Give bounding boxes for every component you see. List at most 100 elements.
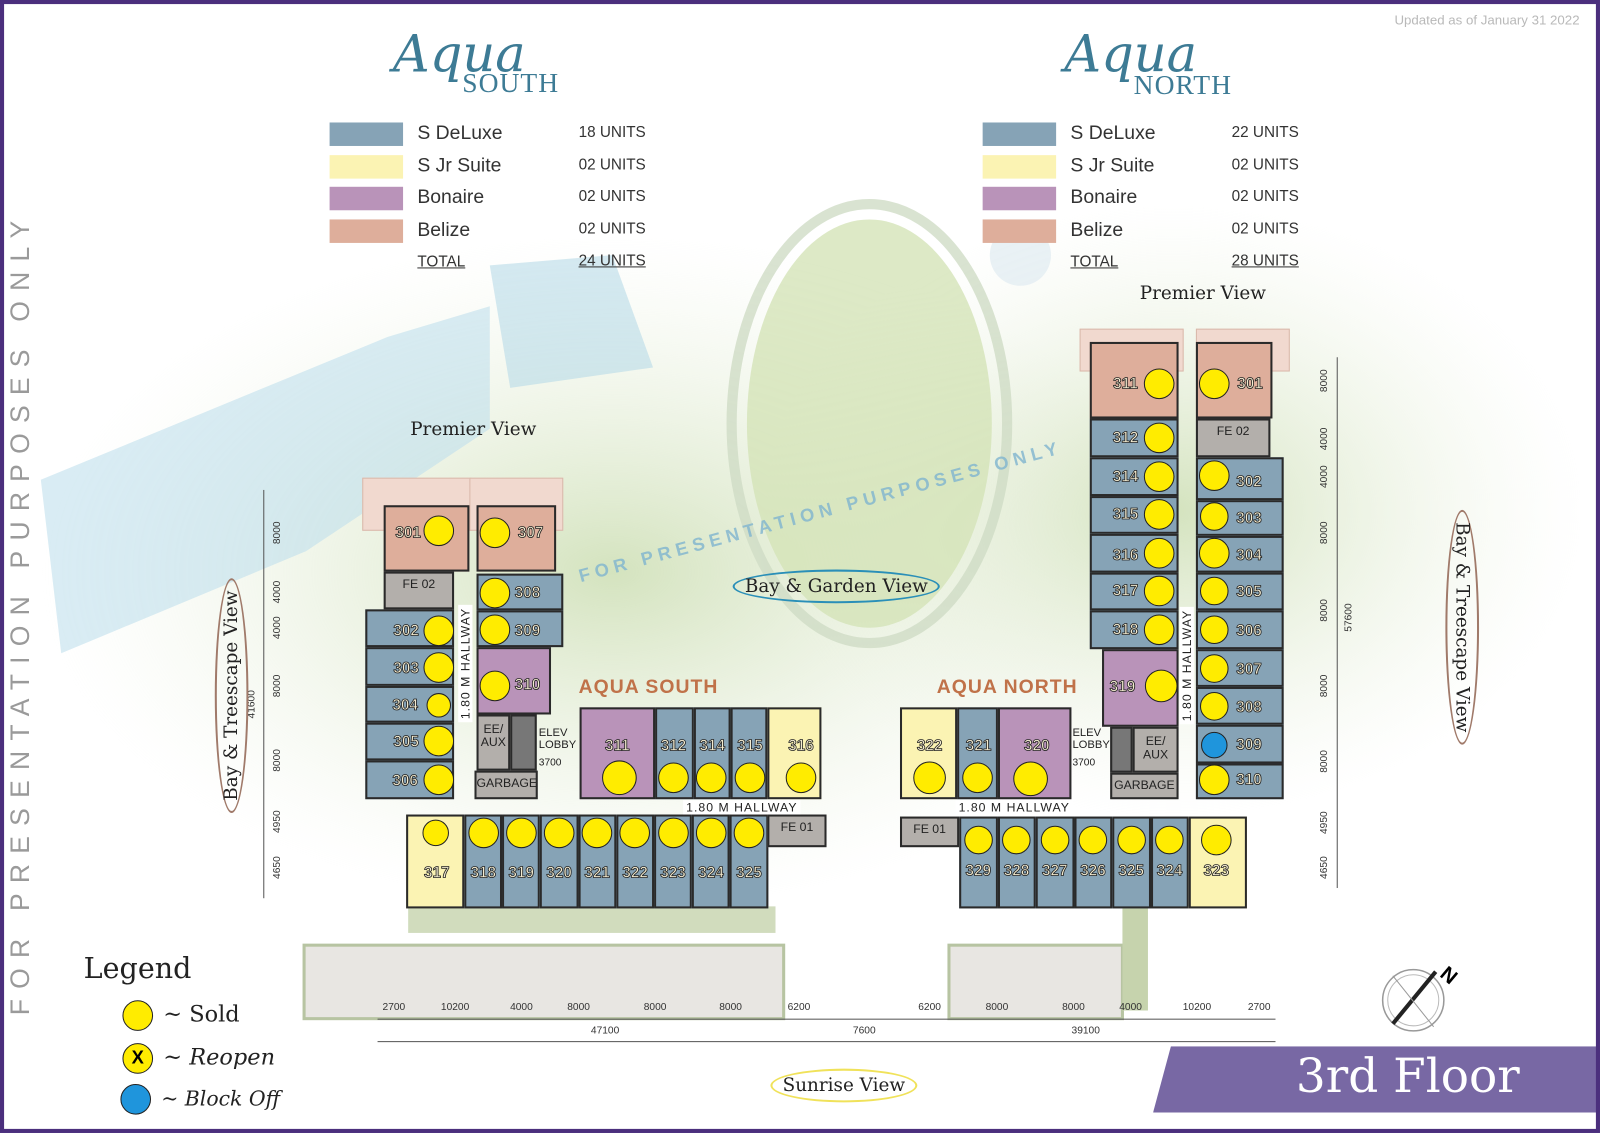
unit-number: 325 [1118,861,1145,880]
aqua-south-plan-label: AQUA SOUTH [578,676,719,699]
sold-marker[interactable] [423,515,455,547]
sold-marker[interactable] [1199,576,1229,606]
unit-number: 305 [1236,583,1262,601]
sold-marker[interactable] [1078,825,1108,855]
unit-number: 304 [1236,546,1262,564]
sold-marker[interactable] [505,817,537,849]
sold-marker[interactable] [426,693,452,718]
unit-number: 323 [1203,861,1230,880]
sold-marker[interactable] [581,817,613,849]
sold-marker[interactable] [1199,502,1229,531]
unit-number: 312 [660,737,687,755]
unit-number: 302 [1236,473,1262,491]
dimension-total: 47100 [590,1025,620,1037]
sold-marker[interactable] [467,817,499,849]
sold-marker[interactable] [479,670,511,702]
sold-marker[interactable] [1143,575,1175,607]
elevator-lobby-width: 3700 [538,757,562,769]
sold-marker[interactable] [1117,825,1146,855]
sold-marker[interactable] [1143,537,1175,569]
unit-number: 309 [514,622,541,640]
sold-marker[interactable] [695,817,727,849]
unit-number: 301 [1237,375,1263,393]
unit-number: 306 [1236,622,1262,640]
block-off-marker[interactable] [1201,731,1228,759]
bay-garden-view-label: Bay & Garden View [732,569,941,604]
sold-marker[interactable] [1143,499,1175,530]
sold-marker[interactable] [423,615,455,647]
unit-number: 311 [1113,375,1139,393]
elevator-lobby-label: ELEV LOBBY [538,726,577,752]
sold-marker[interactable] [1013,761,1048,797]
sold-marker[interactable] [1198,368,1230,400]
unit-number: 302 [393,622,419,640]
summary-unit-count: 18 UNITS [578,123,646,141]
sold-marker[interactable] [543,817,575,849]
summary-unit-count: 02 UNITS [1231,219,1299,238]
sold-marker[interactable] [658,762,689,794]
south-premier-view-label: Premier View [410,418,537,440]
sold-marker[interactable] [913,761,946,795]
dimension-line [377,1041,1276,1043]
sold-marker[interactable] [1143,368,1175,400]
sold-marker[interactable] [1198,460,1230,491]
sold-marker[interactable] [423,725,455,757]
sold-marker[interactable] [733,817,765,849]
legend-title: Legend [83,951,192,985]
north-title: Aqua NORTH [1064,29,1231,100]
north-unit-322[interactable] [899,707,958,800]
sold-marker[interactable] [1199,615,1229,645]
sold-marker[interactable] [602,760,637,796]
north-unit-323[interactable] [1188,816,1247,909]
elevator-lobby-width: 3700 [1072,757,1096,769]
sold-marker[interactable] [1199,692,1229,721]
south-ee-aux-room: EE/ AUX [476,714,511,771]
unit-number: 319 [508,864,534,882]
sold-marker[interactable] [423,652,455,683]
dimension-total: 39100 [1071,1025,1100,1037]
sold-marker[interactable] [479,517,511,549]
sold-marker[interactable] [1198,537,1230,569]
dimension-label: 4000 [1119,1001,1142,1014]
sold-marker[interactable] [1199,654,1229,683]
north-unit-301[interactable] [1195,341,1273,419]
deluxe-swatch [982,122,1057,146]
sold-marker[interactable] [479,614,511,646]
sold-marker[interactable] [423,764,455,796]
jr_suite-swatch [329,154,404,179]
sold-marker[interactable] [1144,669,1178,703]
dimension-label: 4000 [1318,465,1331,489]
sold-marker[interactable] [1143,461,1175,492]
dimension-total: 57600 [1343,603,1355,632]
unit-number: 314 [699,737,726,755]
sold-marker[interactable] [657,817,689,849]
dimension-label: 4000 [510,1001,533,1014]
dimension-label: 2700 [382,1001,406,1014]
sold-marker[interactable] [1002,825,1031,855]
sold-marker[interactable] [1143,422,1175,454]
dimension-label: 4650 [271,856,284,879]
sold-marker[interactable] [1201,824,1232,856]
unit-number: 322 [916,737,943,755]
sold-marker[interactable] [695,762,727,794]
sold-marker[interactable] [479,577,511,609]
sold-marker[interactable] [1198,764,1230,796]
sold-marker[interactable] [785,762,817,794]
sold-marker[interactable] [1040,825,1070,855]
unit-number: 325 [736,864,762,882]
sold-marker[interactable] [1155,825,1184,855]
unit-number: 319 [1109,678,1136,696]
sold-marker[interactable] [1143,614,1175,646]
sold-marker[interactable] [422,819,449,847]
sold-marker[interactable] [963,825,993,855]
sold-marker[interactable] [619,817,651,849]
legend-reopen: ~ Reopen [163,1045,276,1071]
sold-marker[interactable] [962,762,993,794]
sold-marker[interactable] [734,762,766,794]
unit-number: 307 [517,524,544,542]
